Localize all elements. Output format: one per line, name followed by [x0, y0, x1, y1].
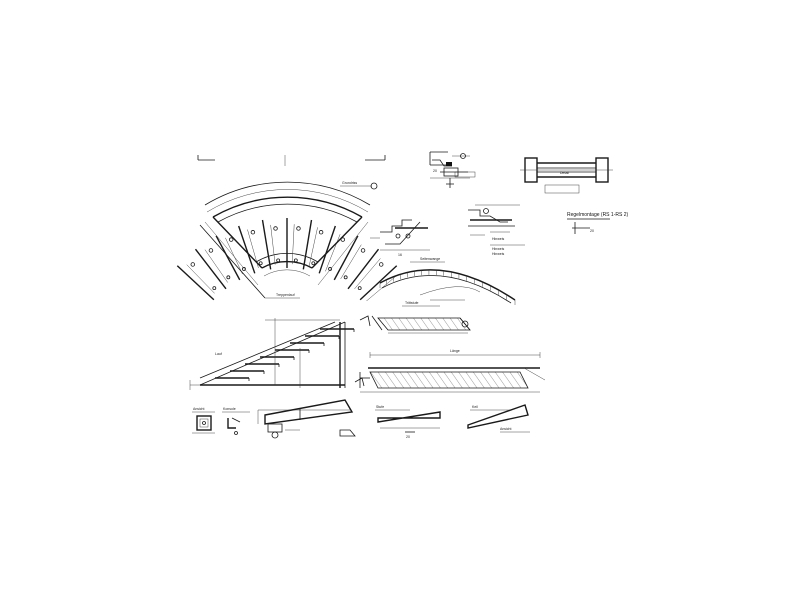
fan-tread-line: [176, 265, 215, 301]
bracket-detail: Konsole: [222, 407, 250, 435]
fan-tread-line: [333, 235, 359, 281]
anchor-detail: Ansicht: [192, 407, 215, 434]
curved-stair-plan: Treppenlauf Grundriss: [176, 155, 398, 302]
fan-tread-line: [237, 225, 256, 274]
fan-tread-nosing: [325, 234, 341, 272]
fan-bolt-mark: [258, 261, 263, 266]
fan-tread-nosing: [366, 275, 398, 302]
svg-text:Seitenwange: Seitenwange: [420, 257, 440, 261]
connection-detail: 16: [370, 219, 430, 257]
fan-bolt-mark: [318, 230, 324, 235]
svg-text:Ansicht: Ansicht: [500, 427, 512, 431]
fan-tread-nosing: [186, 264, 215, 294]
svg-text:16: 16: [398, 253, 402, 257]
tread-plate-2: Stufe 20: [375, 405, 441, 439]
fan-tread-nosing: [354, 258, 381, 290]
tread-detail-top: 20: [429, 151, 476, 188]
svg-text:Hinweis: Hinweis: [492, 247, 505, 251]
fan-bolt-mark: [360, 248, 366, 253]
fan-bolt-mark: [212, 286, 217, 291]
svg-text:Hinweis: Hinweis: [492, 252, 505, 256]
fan-tread-nosing: [291, 224, 295, 265]
fan-bolt-mark: [296, 226, 301, 231]
svg-text:Konsole: Konsole: [223, 407, 236, 411]
fan-tread-nosing: [270, 224, 276, 265]
fan-tread-nosing: [340, 244, 362, 280]
title-marker: Regelmontage (RS 1-RS 2) 20: [567, 212, 628, 234]
svg-text:Stufe: Stufe: [376, 405, 384, 409]
tread-plate-1: Trittstufe: [359, 301, 471, 334]
svg-text:Ansicht: Ansicht: [193, 407, 205, 411]
fan-bolt-mark: [190, 262, 195, 267]
fan-tread-line: [215, 235, 241, 281]
fan-tread-line: [359, 265, 398, 301]
svg-text:20: 20: [433, 169, 437, 173]
landing-detail: Hinweis Hinweis Hinweis: [468, 204, 525, 256]
fan-bolt-mark: [273, 226, 278, 231]
fan-bolt-mark: [208, 248, 214, 253]
long-stringer: Länge: [354, 349, 546, 393]
fan-tread-line: [194, 248, 227, 290]
fan-bolt-mark: [226, 275, 231, 280]
fan-tread-line: [302, 219, 313, 270]
svg-text:Grundriss: Grundriss: [342, 181, 357, 185]
wedge-detail: Keil Ansicht: [467, 404, 530, 433]
fan-tread-line: [261, 219, 272, 270]
fan-bolt-mark: [228, 237, 234, 242]
fan-bolt-mark: [293, 258, 298, 263]
svg-text:Treppenlauf: Treppenlauf: [276, 293, 295, 297]
title-label: Regelmontage (RS 1-RS 2): [567, 212, 628, 218]
stair-elevation: Lauf: [189, 318, 355, 390]
svg-text:Hinweis: Hinweis: [492, 237, 505, 241]
svg-text:Keil: Keil: [472, 405, 478, 409]
fan-bolt-mark: [242, 267, 246, 271]
svg-text:Lauf: Lauf: [215, 352, 222, 356]
fan-tread-nosing: [204, 249, 228, 283]
fan-tread-nosing: [308, 227, 318, 267]
curved-stringer: Seitenwange: [379, 257, 516, 305]
svg-text:20: 20: [406, 435, 410, 439]
svg-text:Detail: Detail: [560, 171, 569, 175]
fan-tread-line: [347, 248, 380, 290]
svg-text:Länge: Länge: [450, 349, 460, 353]
fan-tread-nosing: [225, 237, 243, 275]
fan-tread-line: [318, 225, 337, 274]
fan-bolt-mark: [276, 258, 281, 263]
fan-bolt-mark: [379, 262, 384, 267]
fan-bolt-mark: [250, 230, 256, 235]
fan-bolt-mark: [340, 237, 346, 242]
svg-text:20: 20: [590, 229, 594, 233]
fan-bolt-mark: [357, 286, 362, 291]
fan-bolt-mark: [311, 261, 316, 266]
svg-text:Trittstufe: Trittstufe: [405, 301, 419, 305]
tapered-stringer: [257, 399, 356, 439]
fan-bolt-mark: [343, 275, 348, 280]
fan-bolt-mark: [328, 267, 332, 271]
railing-section: Detail: [520, 157, 613, 194]
